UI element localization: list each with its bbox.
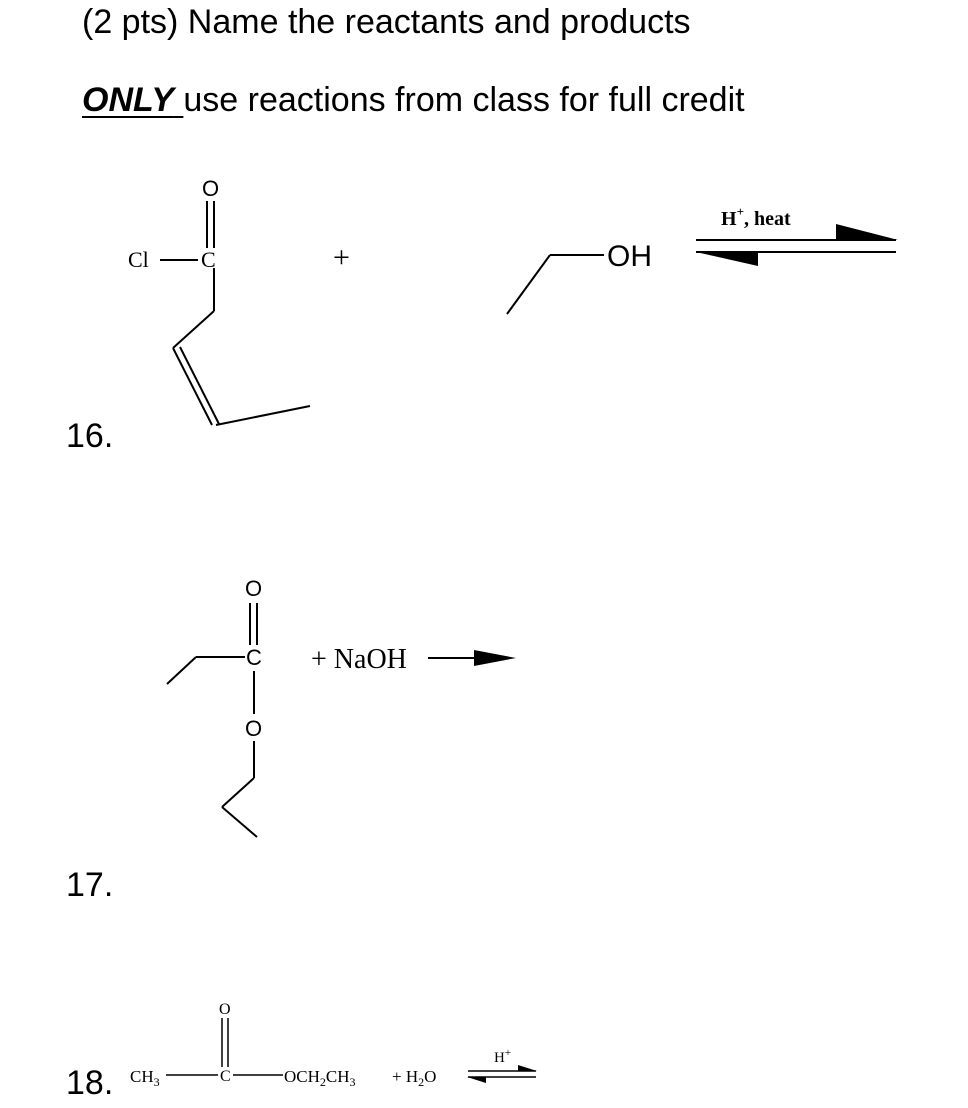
q18-ethyl-acetate: CH3 O C OCH2CH3 <box>130 1001 356 1089</box>
q16-ethanol: OH <box>506 240 652 315</box>
q17-ester: O C O <box>166 576 262 838</box>
q18-carbonyl-carbon: C <box>220 1068 231 1085</box>
only-emphasis: ONLY <box>82 81 174 119</box>
q18-carbonyl-oxygen: O <box>219 1001 231 1018</box>
q17-carbonyl-oxygen: O <box>245 576 262 601</box>
points-instruction: (2 pts) Name the reactants and products <box>82 3 691 41</box>
q17-reaction-arrow <box>428 650 516 666</box>
q16-reaction-condition: H+, heat <box>721 204 791 230</box>
q16-plus-sign: + <box>333 241 350 274</box>
q16-acyl-chloride: Cl C O <box>128 176 311 426</box>
only-instruction-rest: use reactions from class for full credit <box>183 81 745 119</box>
q16-carbonyl-oxygen: O <box>202 176 219 201</box>
q18-acid-catalyst: H+ <box>494 1047 511 1066</box>
q18-methyl-group: CH3 <box>130 1067 160 1089</box>
q17-reagent: + NaOH <box>311 644 407 675</box>
q16-equilibrium-arrow: H+, heat <box>696 204 898 266</box>
q16-carbonyl-carbon: C <box>201 247 216 272</box>
q17-ester-oxygen: O <box>245 716 262 741</box>
q16-hydroxyl-group: OH <box>607 240 652 273</box>
q18-equilibrium-arrow: H+ <box>467 1047 537 1083</box>
question-17-number: 17. <box>66 866 114 904</box>
q16-chlorine-atom: Cl <box>128 247 149 272</box>
only-instruction: ONLY use reactions from class for full c… <box>82 81 745 120</box>
q18-water: + H2O <box>392 1067 436 1089</box>
q17-carbonyl-carbon: C <box>246 645 262 670</box>
q18-ethoxy-group: OCH2CH3 <box>284 1067 356 1089</box>
question-18-number: 18. <box>66 1064 114 1102</box>
question-16-number: 16. <box>66 417 114 455</box>
